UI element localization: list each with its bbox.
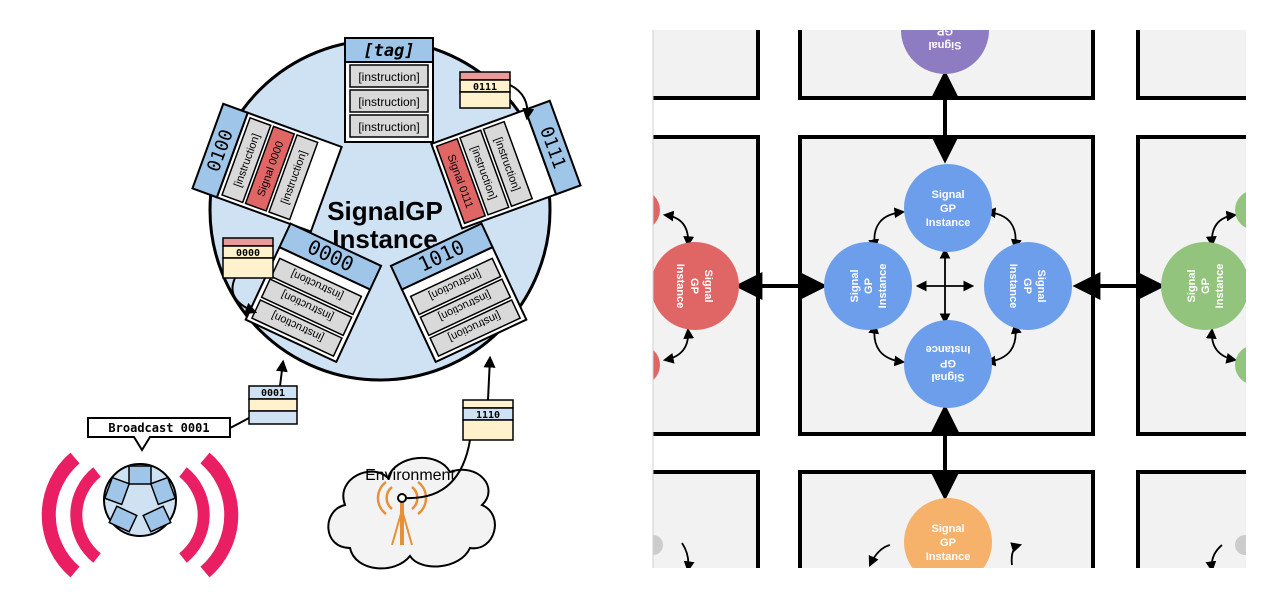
node-label: Signal <box>1186 269 1198 302</box>
node-label: GP <box>863 278 875 294</box>
environment-label: Environment <box>365 467 455 484</box>
node-label: Instance <box>674 264 686 309</box>
node-label: Instance <box>923 11 968 23</box>
node-label: Signal <box>931 189 964 201</box>
node-label: GP <box>940 203 956 215</box>
event-tag-label: 1110 <box>476 410 500 421</box>
event-0001: 0001 <box>248 385 298 425</box>
node-label: GP <box>940 357 956 369</box>
instruction-text: [instruction] <box>358 120 419 134</box>
node-label: Signal <box>849 269 861 302</box>
right-grid-diagram: Signal GP Instance Signal GP Instance Si… <box>653 11 1246 568</box>
function-block-0111: Signal 0111 [instruction] [instruction] … <box>430 99 582 230</box>
node-label: GP <box>1200 278 1212 294</box>
node-label: Instance <box>1214 264 1226 309</box>
node-blue-bottom: Signal GP Instance <box>904 320 992 408</box>
node-label: Signal <box>928 39 961 51</box>
node-label: GP <box>937 25 953 37</box>
node-label: GP <box>688 278 700 294</box>
event-arrow <box>275 359 288 387</box>
function-block-top: [tag] [instruction] [instruction] [instr… <box>344 37 434 143</box>
event-0000: 0000 <box>222 237 274 279</box>
event-tag-label: 0001 <box>261 388 285 399</box>
event-0111: 0111 <box>459 71 511 109</box>
node-red-partial <box>653 349 660 381</box>
function-block-1010: [instruction] [instruction] [instruction… <box>389 222 528 364</box>
instance-title-line1: SignalGP <box>327 196 443 226</box>
environment-link <box>405 439 471 500</box>
node-orange: Signal GP Instance <box>904 498 992 568</box>
node-label: GP <box>1021 278 1033 294</box>
broadcast-label: Broadcast 0001 <box>108 421 209 435</box>
node-label: Signal <box>702 269 714 302</box>
broadcast-icon <box>41 452 239 578</box>
node-label: Instance <box>926 343 971 355</box>
node-label: Signal <box>931 371 964 383</box>
function-tag-label: [tag] <box>363 41 414 61</box>
left-diagram: SignalGP Instance [tag] [instruction] [i… <box>41 37 582 578</box>
event-arrow <box>483 355 496 401</box>
event-arrow <box>509 84 535 121</box>
node-label: Instance <box>926 217 971 229</box>
node-purple: Signal GP Instance <box>901 11 989 74</box>
node-blue-top: Signal GP Instance <box>904 164 992 252</box>
node-label: Instance <box>877 264 889 309</box>
mini-signalgp-icon <box>103 463 177 537</box>
instance-title-line2: Instance <box>332 224 438 254</box>
instruction-text: [instruction] <box>358 70 419 84</box>
node-green: Signal GP Instance <box>1161 242 1246 330</box>
node-blue-right: Signal GP Instance <box>984 242 1072 330</box>
antenna-node <box>397 493 407 503</box>
event-tag-label: 0000 <box>236 248 260 259</box>
node-label: Signal <box>931 523 964 535</box>
node-gray-partial <box>653 535 663 555</box>
function-block-0000: [instruction] [instruction] [instruction… <box>244 222 383 364</box>
node-label: Signal <box>1035 269 1047 302</box>
node-green-partial <box>1235 192 1246 228</box>
node-gray-partial <box>1235 535 1246 555</box>
node-label: GP <box>940 537 956 549</box>
instruction-text: [instruction] <box>358 95 419 109</box>
node-label: Instance <box>1007 264 1019 309</box>
broadcast-link <box>229 417 250 429</box>
inter-cell-arrows <box>734 70 1166 501</box>
event-arrow <box>231 277 258 315</box>
function-block-0100: 0100 [instruction] Signal 0000 [instruct… <box>191 102 343 233</box>
event-tag-label: 0111 <box>473 82 497 93</box>
node-blue-left: Signal GP Instance <box>824 242 912 330</box>
broadcast-callout: Broadcast 0001 <box>87 417 231 452</box>
node-red: Signal GP Instance <box>653 242 739 330</box>
node-green-partial <box>1235 347 1246 383</box>
environment-cloud: Environment <box>327 456 496 570</box>
node-label: Instance <box>926 551 971 563</box>
event-1110: 1110 <box>462 399 514 441</box>
node-red-partial <box>653 194 660 226</box>
